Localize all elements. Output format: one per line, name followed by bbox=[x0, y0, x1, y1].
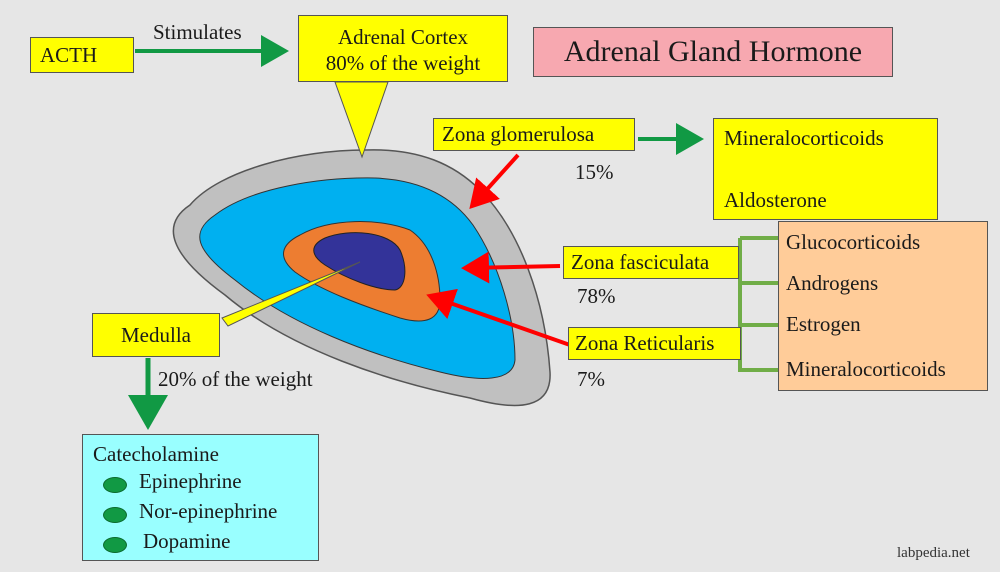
fasciculata-red-arrow bbox=[461, 251, 561, 284]
watermark: labpedia.net bbox=[897, 545, 970, 561]
zona-fasciculata-box: Zona fasciculata bbox=[563, 246, 739, 279]
cortex-callout-pointer bbox=[334, 81, 389, 159]
zona-reticularis-box: Zona Reticularis bbox=[568, 327, 741, 360]
page-title: Adrenal Gland Hormone bbox=[533, 27, 893, 77]
reticularis-red-arrow bbox=[426, 288, 571, 347]
product-estrogen: Estrogen bbox=[786, 312, 861, 336]
acth-box: ACTH bbox=[30, 37, 134, 73]
mineralocorticoids-label: Mineralocorticoids bbox=[724, 126, 884, 150]
adrenal-cortex-weight: 80% of the weight bbox=[325, 51, 481, 75]
product-androgens: Androgens bbox=[786, 271, 879, 295]
zona-fasciculata-percent: 78% bbox=[577, 284, 616, 308]
aldosterone-label: Aldosterone bbox=[724, 188, 827, 212]
zona-glomerulosa-box: Zona glomerulosa bbox=[433, 118, 635, 151]
catecholamine-item-nor-epinephrine: Nor-epinephrine bbox=[139, 499, 278, 523]
catecholamine-box: Catecholamine Epinephrine Nor-epinephrin… bbox=[82, 434, 319, 561]
stimulates-label: Stimulates bbox=[153, 20, 242, 44]
medulla-weight: 20% of the weight bbox=[158, 367, 313, 391]
products-bracket bbox=[738, 236, 780, 372]
catecholamine-title: Catecholamine bbox=[93, 442, 219, 466]
medulla-callout-pointer bbox=[221, 261, 361, 327]
catecholamine-item-dopamine: Dopamine bbox=[143, 529, 231, 553]
adrenal-cortex-title: Adrenal Cortex bbox=[337, 25, 469, 49]
dopamine-bullet-icon bbox=[103, 537, 127, 553]
epinephrine-bullet-icon bbox=[103, 477, 127, 493]
adrenal-cortex-callout: Adrenal Cortex 80% of the weight bbox=[298, 15, 508, 82]
medulla-box: Medulla bbox=[92, 313, 220, 357]
product-glucocorticoids: Glucocorticoids bbox=[786, 230, 921, 254]
nor-epinephrine-bullet-icon bbox=[103, 507, 127, 523]
medulla-core-shape bbox=[313, 232, 406, 291]
glomerulosa-red-arrow bbox=[469, 153, 520, 209]
hormone-products-box: Glucocorticoids Androgens Estrogen Miner… bbox=[778, 221, 988, 391]
zona-reticularis-percent: 7% bbox=[577, 367, 605, 391]
zona-glomerulosa-percent: 15% bbox=[575, 160, 614, 184]
glomerulosa-products-box: Mineralocorticoids Aldosterone bbox=[713, 118, 938, 220]
catecholamine-item-epinephrine: Epinephrine bbox=[139, 469, 242, 493]
product-mineralocorticoids: Mineralocorticoids bbox=[786, 357, 946, 381]
